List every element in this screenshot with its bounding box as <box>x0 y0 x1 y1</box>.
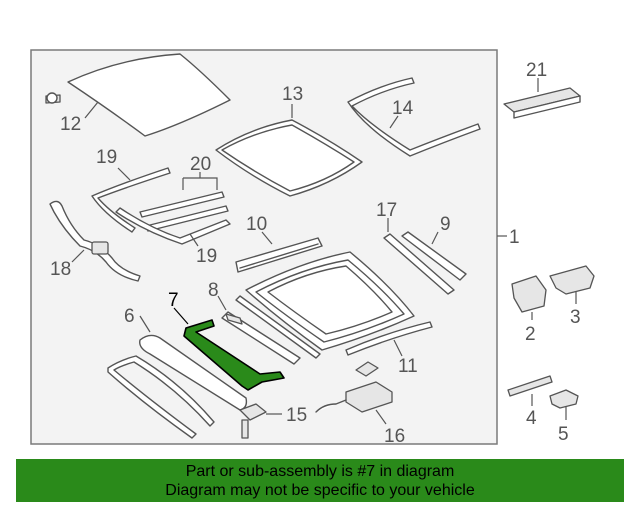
callout-14: 14 <box>392 98 414 119</box>
part-6-sunshade <box>139 334 248 411</box>
callout-19-lower: 19 <box>196 246 217 267</box>
callout-17: 17 <box>376 200 397 221</box>
part-7-highlighted <box>183 319 285 391</box>
part-16-motor <box>315 381 393 413</box>
part-18-cable <box>49 200 141 282</box>
callout-6: 6 <box>124 306 135 327</box>
callout-3: 3 <box>570 307 581 328</box>
part-2-bracket <box>511 275 547 313</box>
clip-icon <box>355 361 379 377</box>
callout-13: 13 <box>282 84 303 105</box>
callout-4: 4 <box>526 408 537 429</box>
notice-line-2: Diagram may not be specific to your vehi… <box>165 482 475 499</box>
part-5-clip <box>549 389 579 409</box>
notice-line-1: Part or sub-assembly is #7 in diagram <box>185 463 455 480</box>
part-9-side-rail <box>401 231 467 281</box>
sunroof-frame-assembly <box>235 251 415 359</box>
callout-18: 18 <box>50 259 71 280</box>
callout-15: 15 <box>286 405 307 426</box>
part-19-guide-lower <box>115 207 231 245</box>
part-21-bracket <box>503 87 581 119</box>
part-8-rail <box>221 311 301 365</box>
callout-21: 21 <box>526 60 547 81</box>
callout-20: 20 <box>190 154 211 175</box>
part-10-front-rail <box>235 237 323 273</box>
part-19-guide-upper <box>91 167 171 233</box>
callout-11: 11 <box>398 356 418 377</box>
part-20-strips <box>139 191 229 232</box>
part-12-roof-panel <box>45 53 231 137</box>
callout-10: 10 <box>246 214 267 235</box>
callout-16: 16 <box>384 426 405 447</box>
part-15-screw <box>239 403 267 439</box>
part-17-side-rail <box>383 233 455 295</box>
callout-5: 5 <box>558 424 569 445</box>
part-3-bracket <box>549 265 595 295</box>
callout-12: 12 <box>60 114 81 135</box>
callout-8: 8 <box>208 280 219 301</box>
part-seal-loop <box>107 355 215 439</box>
part-4-strip <box>507 375 553 397</box>
callout-1: 1 <box>509 227 520 248</box>
part-14-seal <box>347 77 481 157</box>
part-11-rear-seal <box>345 321 433 356</box>
callout-2: 2 <box>525 324 536 345</box>
callout-9: 9 <box>440 214 451 235</box>
part-13-glass-panel <box>215 119 363 197</box>
part-notice-banner: Part or sub-assembly is #7 in diagram Di… <box>16 459 624 502</box>
callout-19-upper: 19 <box>96 147 117 168</box>
callout-7: 7 <box>168 290 179 311</box>
